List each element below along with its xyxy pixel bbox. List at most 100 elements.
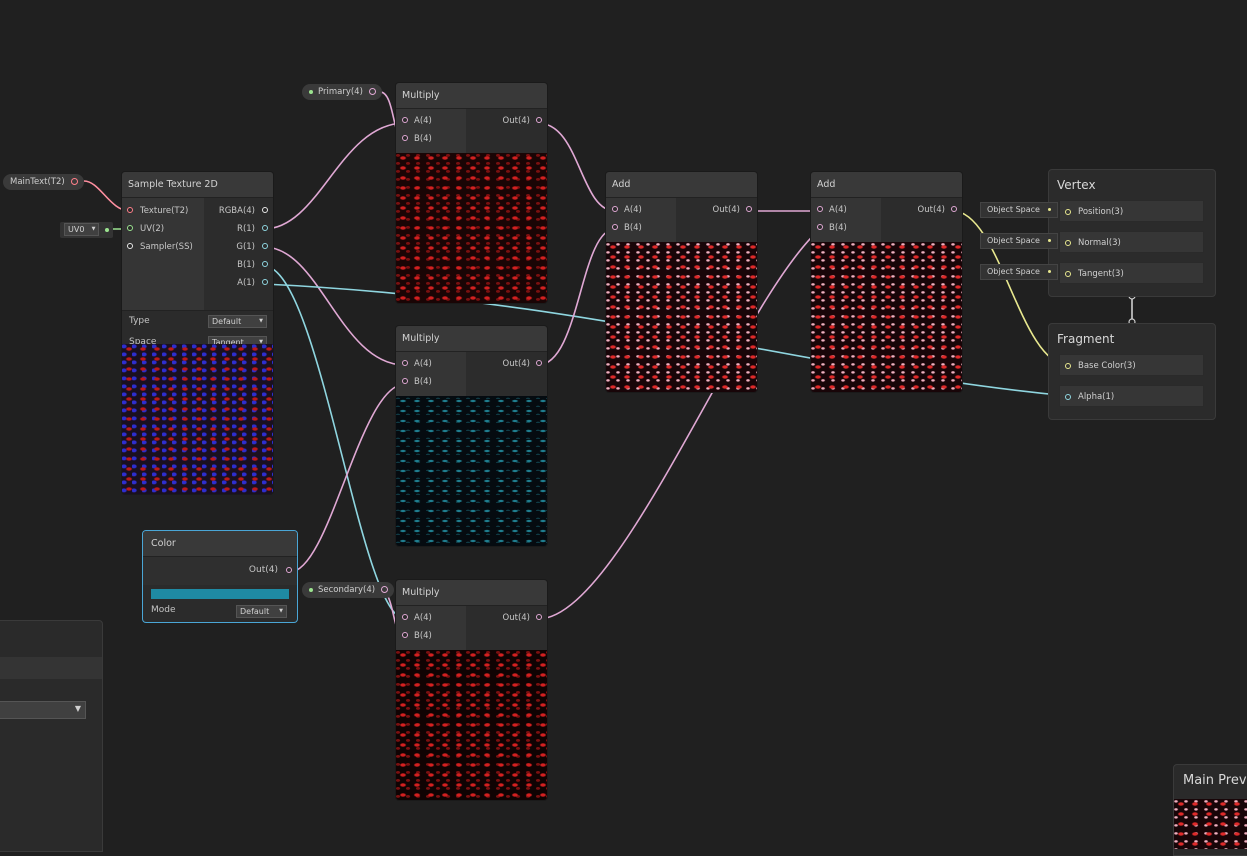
mode-label: Mode	[151, 605, 176, 615]
base-color-slot[interactable]: Base Color(3)	[1059, 354, 1204, 376]
node-title: Color	[143, 531, 297, 557]
input-a[interactable]: A(4)	[396, 112, 466, 130]
output-g[interactable]: G(1)	[204, 238, 273, 256]
slot-label: Position(3)	[1078, 207, 1124, 217]
input-b[interactable]: B(4)	[396, 130, 466, 148]
blackboard-header	[0, 657, 102, 679]
port-icon[interactable]	[368, 88, 376, 95]
uv-property[interactable]: UV0	[60, 222, 114, 238]
chevron-down-icon: ▼	[74, 704, 81, 713]
multiply-node-2[interactable]: Multiply A(4) B(4) Out(4)	[396, 326, 547, 546]
input-b[interactable]: B(4)	[811, 219, 881, 237]
node-title: Multiply	[396, 83, 547, 109]
property-icon	[309, 587, 313, 592]
main-preview-image	[1174, 799, 1247, 849]
blackboard-dropdown[interactable]: ▼	[0, 701, 86, 719]
wire-color-multiply2-b	[289, 383, 406, 573]
input-a[interactable]: A(4)	[396, 355, 466, 373]
multiply-node-1[interactable]: Multiply A(4) B(4) Out(4)	[396, 83, 547, 303]
fragment-block[interactable]: Fragment Base Color(3) Alpha(1)	[1048, 323, 1216, 420]
port-label: RGBA(4)	[218, 206, 255, 216]
maintext-property[interactable]: MainText(T2)	[3, 174, 84, 190]
primary-label: Primary(4)	[318, 87, 363, 97]
output-out[interactable]: Out(4)	[466, 112, 547, 130]
port-label: Sampler(SS)	[140, 242, 193, 252]
output-out[interactable]: Out(4)	[466, 609, 547, 627]
normal-space-tag[interactable]: Object Space	[980, 233, 1058, 249]
port-label: A(1)	[237, 278, 255, 288]
output-label: Out(4)	[248, 565, 278, 575]
port-label: Texture(T2)	[140, 206, 189, 216]
primary-property[interactable]: Primary(4)	[302, 84, 382, 100]
blackboard-panel[interactable]: ▼	[0, 620, 103, 852]
node-preview	[396, 650, 547, 800]
node-title: Multiply	[396, 326, 547, 352]
color-swatch[interactable]	[151, 589, 289, 599]
port-label: A(4)	[414, 613, 432, 623]
slot-label: Alpha(1)	[1078, 392, 1115, 402]
slot-label: Base Color(3)	[1078, 361, 1136, 371]
input-uv[interactable]: UV(2)	[122, 220, 204, 238]
output-rgba[interactable]: RGBA(4)	[204, 202, 273, 220]
position-space-tag[interactable]: Object Space	[980, 202, 1058, 218]
output-b[interactable]: B(1)	[204, 256, 273, 274]
input-a[interactable]: A(4)	[606, 201, 676, 219]
port-label: Out(4)	[502, 116, 530, 126]
add-node-1[interactable]: Add A(4) B(4) Out(4)	[606, 172, 757, 392]
input-b[interactable]: B(4)	[606, 219, 676, 237]
port-label: A(4)	[624, 205, 642, 215]
vertex-block[interactable]: Vertex Position(3) Normal(3) Tangent(3)	[1048, 169, 1216, 297]
port-label: G(1)	[236, 242, 255, 252]
port-label: B(4)	[414, 377, 432, 387]
port-label: Out(4)	[917, 205, 945, 215]
multiply-node-3[interactable]: Multiply A(4) B(4) Out(4)	[396, 580, 547, 800]
output-out[interactable]: Out(4)	[676, 201, 757, 219]
port-icon[interactable]	[381, 586, 389, 593]
property-icon	[309, 89, 313, 94]
tag-label: Object Space	[987, 205, 1040, 214]
main-preview-panel[interactable]: Main Prev	[1173, 764, 1247, 856]
output-r[interactable]: R(1)	[204, 220, 273, 238]
output-out[interactable]: Out(4)	[881, 201, 962, 219]
port-icon[interactable]	[105, 227, 110, 232]
input-sampler[interactable]: Sampler(SS)	[122, 238, 204, 256]
sample-texture-node[interactable]: Sample Texture 2D Texture(T2) UV(2) Samp…	[122, 172, 273, 494]
tangent-space-tag[interactable]: Object Space	[980, 264, 1058, 280]
fragment-title: Fragment	[1057, 332, 1115, 346]
node-title: Multiply	[396, 580, 547, 606]
mode-dropdown[interactable]: Default	[236, 605, 287, 618]
port-label: R(1)	[237, 224, 255, 234]
secondary-property[interactable]: Secondary(4)	[302, 582, 395, 598]
slot-label: Tangent(3)	[1078, 269, 1124, 279]
maintext-label: MainText(T2)	[10, 177, 65, 187]
port-label: Out(4)	[502, 613, 530, 623]
normal-slot[interactable]: Normal(3)	[1059, 231, 1204, 253]
port-label: Out(4)	[712, 205, 740, 215]
input-a[interactable]: A(4)	[811, 201, 881, 219]
port-label: A(4)	[829, 205, 847, 215]
input-texture[interactable]: Texture(T2)	[122, 202, 204, 220]
color-node[interactable]: Color Out(4) Mode Default	[143, 531, 297, 622]
node-preview	[396, 153, 547, 303]
input-b[interactable]: B(4)	[396, 627, 466, 645]
output-a[interactable]: A(1)	[204, 274, 273, 292]
position-slot[interactable]: Position(3)	[1059, 200, 1204, 222]
node-title: Add	[606, 172, 757, 198]
tag-label: Object Space	[987, 236, 1040, 245]
wire-g-multiply2-a	[263, 246, 406, 366]
output-out[interactable]: Out(4)	[466, 355, 547, 373]
port-icon[interactable]	[70, 178, 78, 185]
input-a[interactable]: A(4)	[396, 609, 466, 627]
alpha-slot[interactable]: Alpha(1)	[1059, 385, 1204, 407]
type-dropdown[interactable]: Default	[208, 315, 267, 328]
output-out[interactable]	[285, 562, 297, 580]
uv-dropdown[interactable]: UV0	[64, 223, 100, 236]
space-label: Space	[129, 337, 157, 347]
add-node-2[interactable]: Add A(4) B(4) Out(4)	[811, 172, 962, 392]
node-preview	[606, 242, 757, 392]
wire-r-multiply1-a	[263, 122, 406, 230]
tangent-slot[interactable]: Tangent(3)	[1059, 262, 1204, 284]
node-preview	[811, 242, 962, 392]
node-title: Add	[811, 172, 962, 198]
input-b[interactable]: B(4)	[396, 373, 466, 391]
